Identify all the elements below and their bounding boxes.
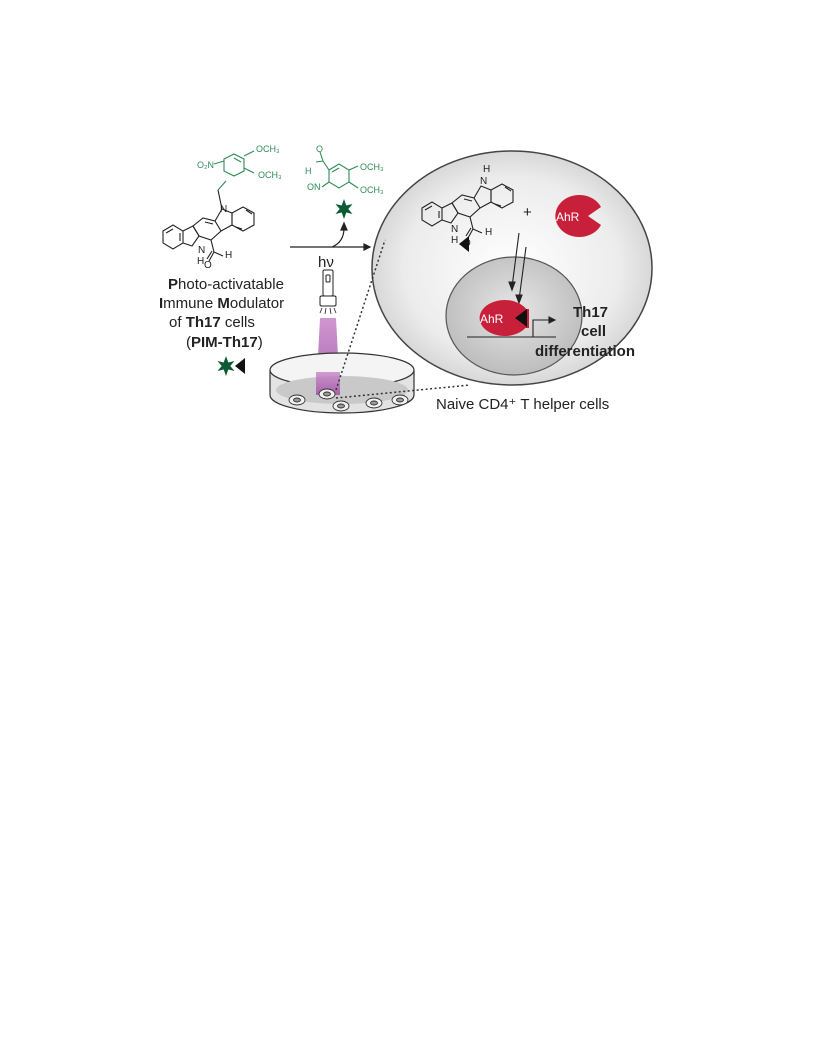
svg-text:H: H bbox=[485, 227, 492, 238]
outcome-label: Th17 cell differentiation bbox=[535, 304, 635, 360]
svg-text:ON: ON bbox=[307, 182, 321, 192]
svg-text:(PIM-Th17): (PIM-Th17) bbox=[186, 334, 263, 351]
bound-ligand-icon bbox=[515, 309, 527, 327]
ahr-receptor: AhR bbox=[555, 195, 601, 237]
svg-text:cell: cell bbox=[581, 323, 606, 340]
svg-text:O₂N: O₂N bbox=[197, 160, 214, 170]
svg-text:Immune Modulator: Immune Modulator bbox=[159, 295, 284, 312]
svg-text:of Th17 cells: of Th17 cells bbox=[169, 314, 255, 331]
svg-text:OCH₃: OCH₃ bbox=[360, 162, 384, 172]
svg-text:N: N bbox=[220, 204, 227, 215]
byproduct-star-icon bbox=[335, 199, 353, 219]
dish-caption: Naive CD4⁺ T helper cells bbox=[436, 396, 609, 413]
ahr-bound-label: AhR bbox=[480, 312, 504, 326]
petri-dish bbox=[269, 352, 415, 414]
flashlight-icon bbox=[319, 269, 337, 315]
ahr-bound: AhR bbox=[479, 300, 529, 337]
reaction-arrow bbox=[290, 221, 372, 251]
product-structure bbox=[421, 183, 514, 239]
svg-text:N: N bbox=[198, 245, 205, 256]
compound-name: Photo-activatable Immune Modulator of Th… bbox=[159, 276, 284, 351]
reactant-structure bbox=[162, 189, 255, 262]
pim-symbol bbox=[217, 356, 245, 376]
svg-text:O: O bbox=[204, 260, 212, 271]
svg-text:N: N bbox=[451, 224, 458, 235]
dish-cells bbox=[288, 388, 409, 412]
product-triangle-icon bbox=[459, 236, 469, 252]
svg-text:H: H bbox=[305, 166, 312, 176]
ligand-triangle-icon bbox=[235, 358, 245, 374]
binding-arrows bbox=[508, 232, 527, 305]
zoom-lines bbox=[335, 239, 471, 399]
svg-text:H: H bbox=[483, 164, 490, 175]
cage-star-icon bbox=[217, 356, 235, 376]
svg-text:N: N bbox=[480, 176, 487, 187]
svg-text:H: H bbox=[225, 250, 232, 261]
svg-text:differentiation: differentiation bbox=[535, 343, 635, 360]
ahr-label: AhR bbox=[556, 210, 580, 224]
promoter-arrow bbox=[467, 316, 557, 338]
light-label: hν bbox=[318, 254, 334, 271]
reactant-labels: O₂N OCH₃ OCH₃ N N H O H bbox=[197, 144, 282, 271]
svg-text:H: H bbox=[451, 235, 458, 246]
byproduct-structure bbox=[315, 151, 359, 189]
svg-text:O: O bbox=[316, 144, 323, 154]
svg-text:OCH₃: OCH₃ bbox=[360, 185, 384, 195]
svg-text:Photo-activatable: Photo-activatable bbox=[168, 276, 284, 293]
svg-text:OCH₃: OCH₃ bbox=[256, 144, 280, 154]
reactant-nitrobenzyl bbox=[213, 150, 255, 191]
plus-sign: + bbox=[523, 204, 532, 221]
byproduct-labels: O H ON OCH₃ OCH₃ bbox=[305, 144, 384, 195]
svg-text:H: H bbox=[197, 256, 204, 267]
svg-text:OCH₃: OCH₃ bbox=[258, 170, 282, 180]
svg-text:Th17: Th17 bbox=[573, 304, 608, 321]
